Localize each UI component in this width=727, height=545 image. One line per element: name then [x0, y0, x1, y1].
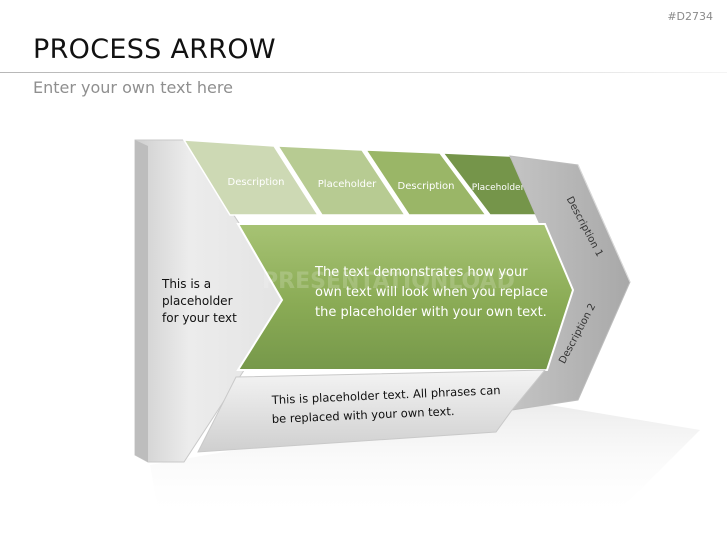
tab-1: [182, 139, 320, 216]
tab-3-label: Description: [398, 181, 455, 192]
bottom-grey-block: [197, 369, 547, 453]
left-chevron-edge: [135, 140, 148, 462]
main-arrow-line-1: The text demonstrates how your: [314, 265, 528, 280]
tab-1-label: Description: [228, 177, 285, 188]
tab-row: Description Placeholder Description Plac…: [182, 139, 547, 216]
watermark: PRESENTATIONLOAD: [262, 269, 515, 294]
left-text-line-1: This is a: [161, 277, 211, 291]
right-chevron-divider: [577, 164, 631, 283]
left-text-line-3: for your text: [162, 311, 237, 325]
tab-2-label: Placeholder: [318, 179, 377, 190]
title-divider: [0, 72, 727, 73]
tab-4-label: Placeholder: [472, 183, 525, 193]
slide-title: PROCESS ARROW: [33, 34, 276, 65]
main-green-arrow: [236, 223, 575, 371]
slide-subtitle: Enter your own text here: [33, 78, 233, 97]
slide-id-tag: #D2734: [667, 10, 713, 23]
left-text-line-2: placeholder: [162, 294, 233, 308]
main-arrow-line-2: own text will look when you replace: [315, 285, 548, 300]
tab-2: [276, 145, 407, 216]
tab-3: [364, 149, 488, 216]
floor-shadow: [150, 400, 700, 520]
main-arrow-line-3: the placeholder with your own text.: [315, 305, 547, 320]
